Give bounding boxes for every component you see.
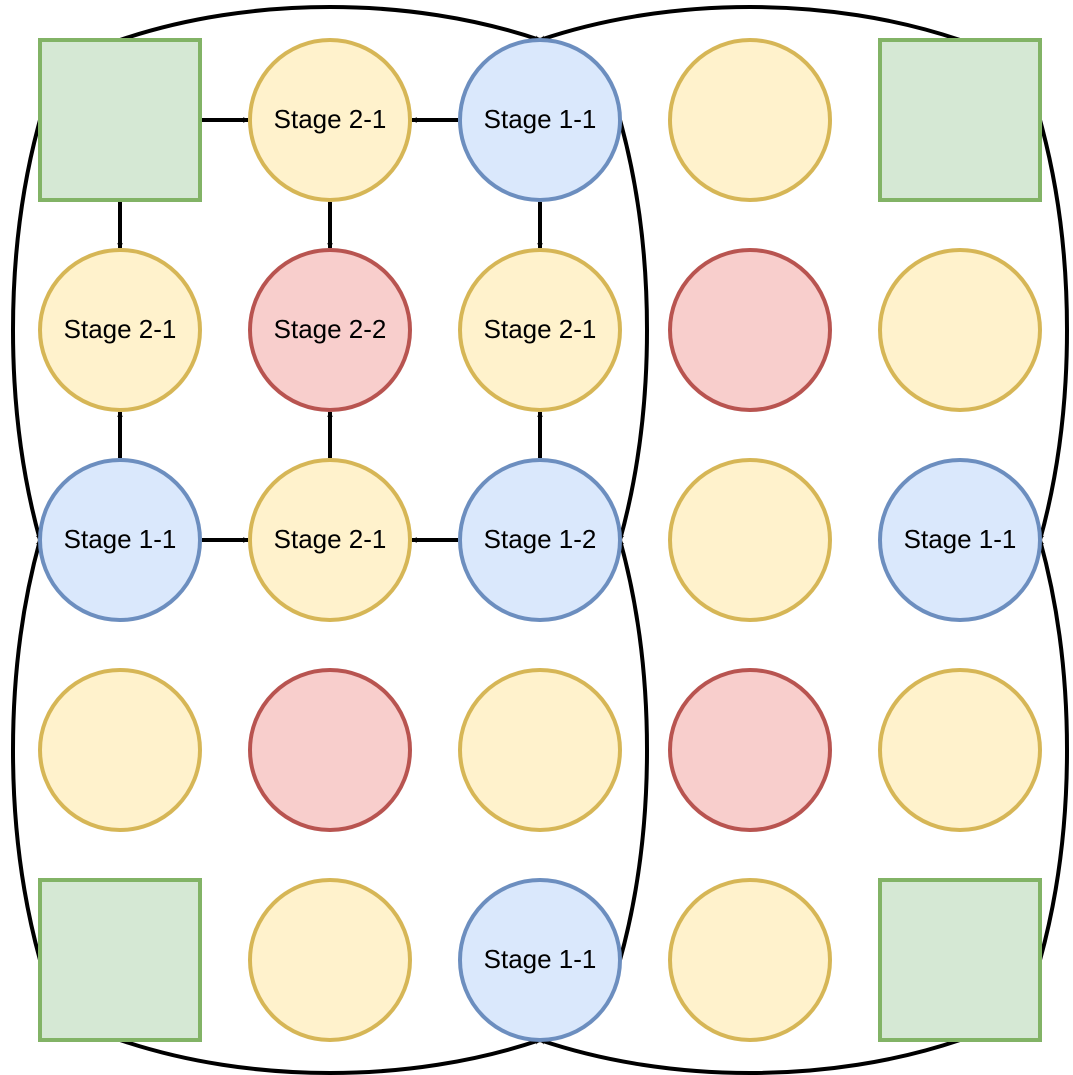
yellow-circle-node (458, 248, 622, 412)
grid-node (668, 248, 832, 412)
grid-node (248, 878, 412, 1042)
grid-node (878, 38, 1042, 202)
square-node (878, 878, 1042, 1042)
grid-node: Stage 2-1 (248, 38, 412, 202)
wrap-arrow-edge (539, 5, 961, 42)
yellow-circle-node (668, 458, 832, 622)
grid-node (668, 458, 832, 622)
grid-node (458, 668, 622, 832)
blue-circle-node (458, 458, 622, 622)
edge-layer (11, 5, 1069, 1075)
yellow-circle-node (248, 38, 412, 202)
yellow-circle-node (668, 38, 832, 202)
blue-circle-node (458, 38, 622, 202)
grid-node (878, 878, 1042, 1042)
node-label: Stage 2-1 (274, 104, 387, 134)
square-node (38, 878, 202, 1042)
square-node (38, 38, 202, 202)
yellow-circle-node (248, 878, 412, 1042)
blue-circle-node (38, 458, 202, 622)
wrap-arrow-edge (11, 119, 42, 541)
node-label: Stage 2-1 (484, 314, 597, 344)
wrap-arrow-edge (11, 539, 42, 961)
red-circle-node (668, 668, 832, 832)
square-node (878, 38, 1042, 202)
blue-circle-node (878, 458, 1042, 622)
node-label: Stage 1-1 (64, 524, 177, 554)
node-label: Stage 1-1 (484, 104, 597, 134)
grid-node (668, 668, 832, 832)
wrap-arrow-edge (119, 5, 541, 42)
grid-node: Stage 2-1 (458, 248, 622, 412)
grid-node: Stage 2-1 (38, 248, 202, 412)
grid-node: Stage 1-1 (38, 458, 202, 622)
wrap-arrow-edge (119, 1038, 541, 1075)
grid-node (668, 38, 832, 202)
wrap-arrow-edge (1038, 539, 1069, 961)
grid-node (878, 248, 1042, 412)
node-label: Stage 1-1 (904, 524, 1017, 554)
yellow-circle-node (878, 248, 1042, 412)
node-label: Stage 2-1 (64, 314, 177, 344)
red-circle-node (668, 248, 832, 412)
wrap-arrow-edge (539, 1038, 961, 1075)
yellow-circle-node (248, 458, 412, 622)
grid-node (248, 668, 412, 832)
yellow-circle-node (668, 878, 832, 1042)
yellow-circle-node (458, 668, 622, 832)
grid-node: Stage 1-1 (878, 458, 1042, 622)
wrap-arrow-edge (618, 539, 649, 961)
grid-node: Stage 2-2 (248, 248, 412, 412)
grid-node (38, 38, 202, 202)
yellow-circle-node (878, 668, 1042, 832)
grid-node (668, 878, 832, 1042)
node-label: Stage 1-2 (484, 524, 597, 554)
node-label: Stage 2-2 (274, 314, 387, 344)
grid-node: Stage 2-1 (248, 458, 412, 622)
grid-node: Stage 1-2 (458, 458, 622, 622)
red-circle-node (248, 248, 412, 412)
wrap-arrow-edge (1038, 119, 1069, 541)
node-label: Stage 2-1 (274, 524, 387, 554)
grid-node: Stage 1-1 (458, 38, 622, 202)
grid-node (38, 878, 202, 1042)
grid-node: Stage 1-1 (458, 878, 622, 1042)
blue-circle-node (458, 878, 622, 1042)
red-circle-node (248, 668, 412, 832)
wrap-arrow-edge (618, 119, 649, 541)
yellow-circle-node (38, 668, 202, 832)
yellow-circle-node (38, 248, 202, 412)
node-label: Stage 1-1 (484, 944, 597, 974)
grid-node (878, 668, 1042, 832)
grid-node (38, 668, 202, 832)
